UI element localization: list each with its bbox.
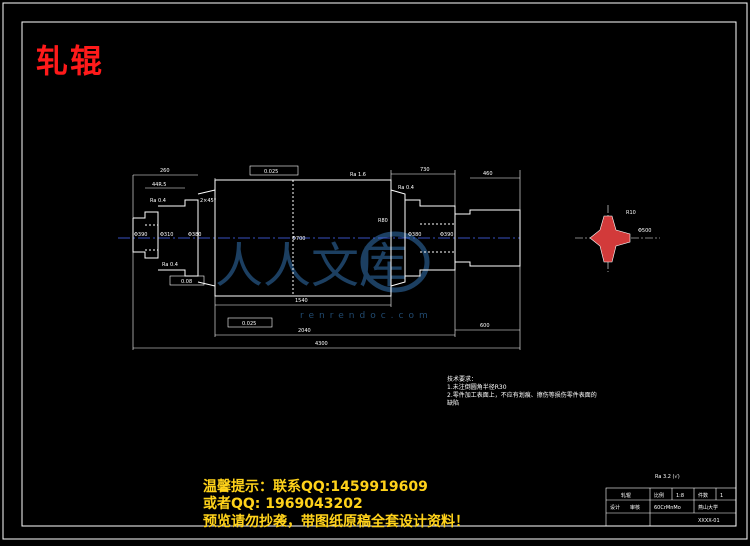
tech-line3: 缺陷 — [447, 400, 460, 407]
dim-right-top1: 730 — [420, 167, 430, 173]
tb-material: 60CrMnMo — [654, 505, 681, 511]
dim-dia-right1: Φ380 — [408, 232, 421, 238]
watermark-logo: 人人文库 renrendoc.com — [215, 231, 433, 321]
title-block — [605, 487, 737, 527]
section-view: R10 Φ500 — [575, 205, 660, 272]
dim-dia-body: Φ700 — [292, 236, 305, 242]
dim-chamfer-left: 2×45° — [200, 198, 217, 204]
roughness-note: Ra 3.2 (√) — [655, 474, 680, 480]
dim-dia-left1: Φ390 — [134, 232, 147, 238]
watermark-url: renrendoc.com — [300, 311, 433, 321]
tech-line2: 2.零件加工表面上，不应有划痕、擦伤等损伤零件表面的 — [447, 392, 597, 399]
tb-checker: 审核 — [630, 504, 640, 511]
dim-tol2: Ra 0.4 — [162, 262, 178, 268]
tb-scale: 1:8 — [676, 493, 684, 499]
dim-right-bottom: 600 — [480, 323, 490, 329]
dim-flatness: 0.025 — [264, 169, 278, 175]
tb-name: 轧辊 — [621, 492, 631, 499]
tech-heading: 技术要求： — [447, 376, 478, 383]
dim-right-ra: Ra 0.4 — [398, 185, 414, 191]
dim-runout-bottom: 0.025 — [242, 321, 256, 327]
dim-left-top: 260 — [160, 168, 170, 174]
drawing-title: 轧辊 — [36, 42, 105, 80]
tb-scale-label: 比例 — [654, 492, 664, 499]
dim-left-sub: 44R.5 — [152, 182, 166, 188]
dim-chamfer: R80 — [378, 218, 388, 224]
drawing-border — [21, 21, 737, 527]
tb-designer: 设计 — [610, 504, 620, 511]
section-dim2: Φ500 — [638, 228, 651, 234]
dim-dia-right2: Φ390 — [440, 232, 453, 238]
dim-total-mid: 2040 — [298, 328, 311, 334]
dim-right-top2: 460 — [483, 171, 493, 177]
tech-line1: 1.未注倒圆角半径R30 — [447, 384, 507, 391]
dim-tol1: Ra 0.4 — [150, 198, 166, 204]
dim-runout-left: 0.08 — [181, 279, 192, 285]
section-dim1: R10 — [626, 210, 636, 216]
notice-line2: 或者QQ: 1969043202 — [203, 496, 363, 512]
dim-ra-top: Ra 1.6 — [350, 172, 366, 178]
dim-dia-left2: Φ310 — [160, 232, 173, 238]
dim-body-length: 1540 — [295, 298, 308, 304]
dim-dia-left3: Φ380 — [188, 232, 201, 238]
dim-total: 4300 — [315, 341, 328, 347]
notice-line3: 预览请勿抄袭，带图纸原稿全套设计资料！ — [203, 514, 469, 530]
notice-line1: 温馨提示：联系QQ:1459919609 — [203, 479, 428, 495]
tb-qty-label: 件数 — [698, 492, 708, 499]
tolerance-frames — [169, 165, 299, 328]
tb-school: 燕山大学 — [698, 504, 718, 511]
technical-requirements: 技术要求： 1.未注倒圆角半径R30 2.零件加工表面上，不应有划痕、擦伤等损伤… — [447, 376, 597, 408]
tb-drawing-no: XXXX-01 — [698, 518, 720, 524]
dimension-lines — [132, 170, 521, 350]
tb-qty: 1 — [720, 493, 723, 499]
